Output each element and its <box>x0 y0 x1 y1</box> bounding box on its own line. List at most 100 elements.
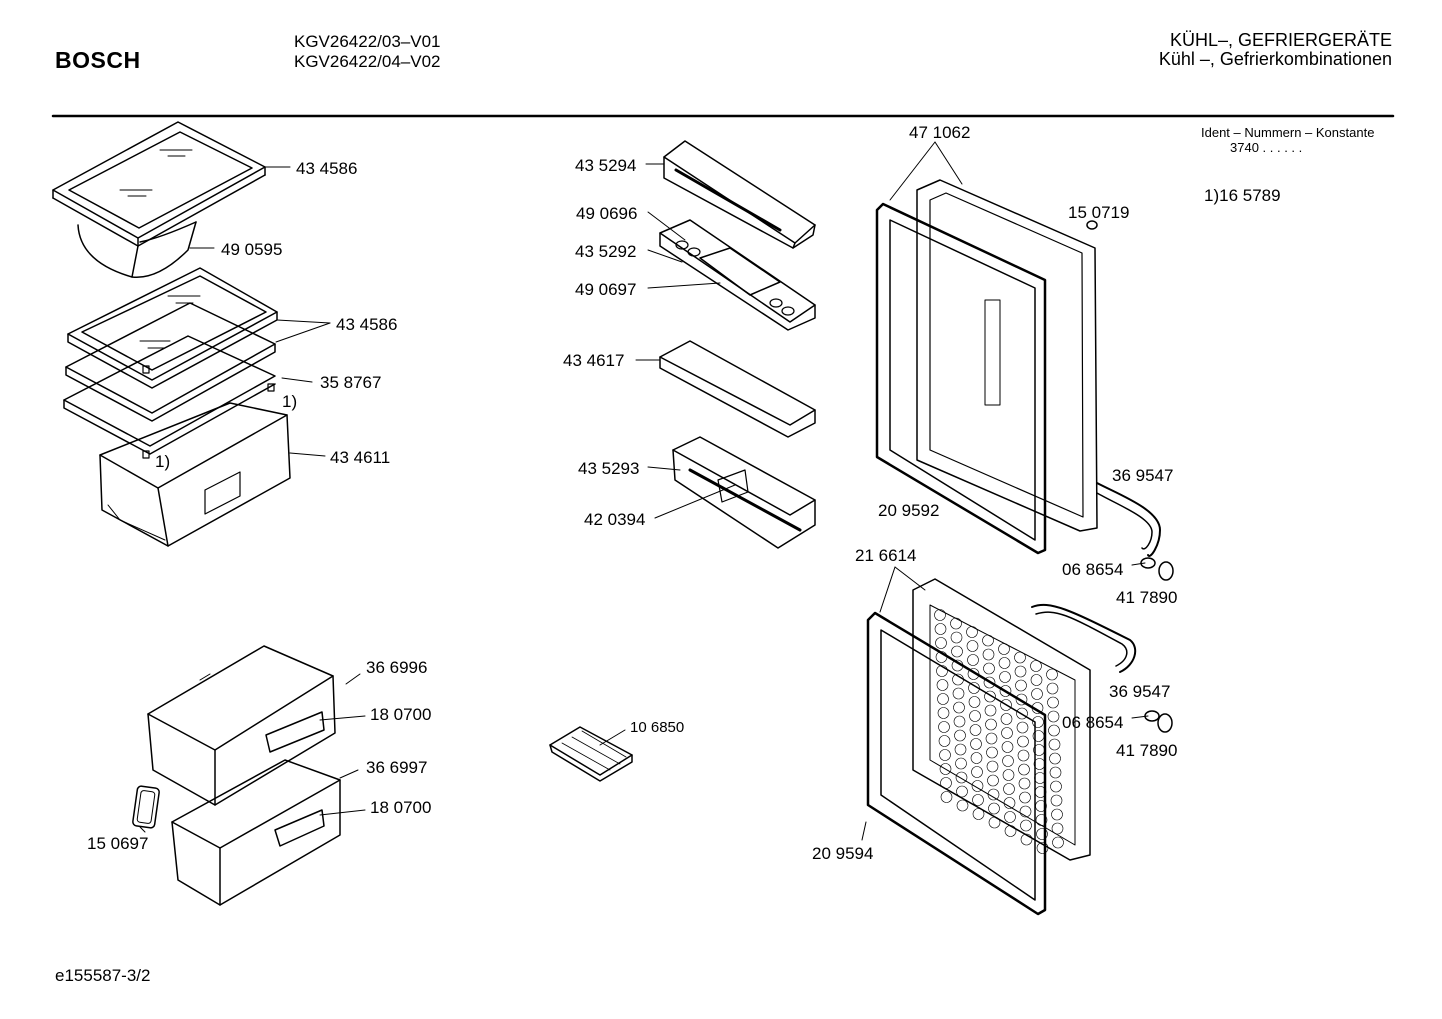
door-dimple <box>1015 666 1026 677</box>
door-dimple <box>935 610 946 621</box>
door-dimple <box>1004 798 1015 809</box>
door-dimple <box>1037 843 1048 854</box>
door-dimple <box>1048 697 1059 708</box>
door-dimple <box>1048 711 1059 722</box>
door-dimple <box>957 786 968 797</box>
ident-value: 3740 . . . . . . <box>1230 140 1303 155</box>
part-label: 43 4586 <box>296 159 358 178</box>
door-dimple <box>938 708 949 719</box>
freezer-door <box>913 579 1090 860</box>
part-label: 36 9547 <box>1112 466 1174 485</box>
egg-tray <box>660 220 815 330</box>
door-dimple <box>987 747 998 758</box>
door-dimple <box>952 646 963 657</box>
door-dimple <box>1015 652 1026 663</box>
door-dimple <box>1000 686 1011 697</box>
door-dimple <box>1036 815 1047 826</box>
door-dimple <box>1047 683 1058 694</box>
ice-tray <box>550 727 632 781</box>
drawer-seal <box>132 786 159 829</box>
door-dimple <box>986 719 997 730</box>
door-dimple <box>1033 717 1044 728</box>
door-dimple <box>1017 708 1028 719</box>
door-dimple <box>1021 820 1032 831</box>
door-dimple <box>972 781 983 792</box>
part-label: 35 8767 <box>320 373 382 392</box>
door-dimple <box>954 702 965 713</box>
screw-cap-bottom <box>1145 711 1172 732</box>
part-label: 49 0595 <box>221 240 283 259</box>
door-dimple <box>1016 694 1027 705</box>
door-shelf-3 <box>673 437 815 548</box>
freezer-door-gasket <box>868 613 1045 914</box>
door-dimple <box>957 800 968 811</box>
door-dimple <box>1020 792 1031 803</box>
door-dimple <box>940 764 951 775</box>
door-dimple <box>1032 689 1043 700</box>
door-dimple <box>1018 750 1029 761</box>
door-dimple <box>1000 672 1011 683</box>
leader-lines <box>140 142 1148 840</box>
door-dimple <box>1002 742 1013 753</box>
part-label: 41 7890 <box>1116 741 1178 760</box>
door-dimple <box>953 688 964 699</box>
door-dimple <box>989 817 1000 828</box>
part-label: 42 0394 <box>584 510 646 529</box>
door-dimple <box>1002 728 1013 739</box>
part-label: 49 0697 <box>575 280 637 299</box>
door-dimple <box>967 641 978 652</box>
door-dimple <box>1001 714 1012 725</box>
door-dimple <box>956 758 967 769</box>
door-handle-top <box>1097 483 1160 556</box>
bottle-holder-part <box>78 222 196 277</box>
door-dimple <box>1005 812 1016 823</box>
category-subtitle: Kühl –, Gefrierkombinationen <box>1158 49 1392 69</box>
door-dimple <box>1003 770 1014 781</box>
door-shelf-2 <box>660 341 815 437</box>
door-dimple <box>940 750 951 761</box>
door-dimple <box>972 767 983 778</box>
door-dimple <box>956 772 967 783</box>
door-dimple <box>983 635 994 646</box>
door-dimple <box>1001 700 1012 711</box>
shelf-clip <box>143 366 274 458</box>
part-label: 10 6850 <box>630 719 685 736</box>
door-dimple <box>1021 834 1032 845</box>
door-dimple <box>941 792 952 803</box>
part-label: 43 4586 <box>336 315 398 334</box>
vegetable-crisper <box>100 403 290 546</box>
drawing-id: e155587-3/2 <box>55 966 151 985</box>
door-dimple <box>999 644 1010 655</box>
door-dimple <box>937 666 948 677</box>
part-label: 06 8654 <box>1062 713 1124 732</box>
door-dimple <box>1053 837 1064 848</box>
door-dimple <box>1049 725 1060 736</box>
door-dimple <box>939 736 950 747</box>
part-label: 15 0719 <box>1068 203 1130 222</box>
door-dimple <box>985 705 996 716</box>
part-label: 36 9547 <box>1109 682 1171 701</box>
part-label: 36 6997 <box>366 758 428 777</box>
door-dimple <box>970 725 981 736</box>
part-label: 21 6614 <box>855 546 917 565</box>
door-dimple <box>937 680 948 691</box>
category-title: KÜHL–, GEFRIERGERÄTE <box>1169 30 1392 50</box>
part-label: 06 8654 <box>1062 560 1124 579</box>
door-shelf-1 <box>664 141 815 248</box>
door-dimple <box>1031 675 1042 686</box>
door-dimple <box>989 803 1000 814</box>
door-dimple <box>1017 722 1028 733</box>
door-dimple <box>1018 736 1029 747</box>
door-dimple <box>1050 767 1061 778</box>
door-dimple <box>1051 795 1062 806</box>
door-dimple <box>935 624 946 635</box>
door-dimple <box>967 627 978 638</box>
part-label: 47 1062 <box>909 123 971 142</box>
door-dimple <box>1050 753 1061 764</box>
door-dimple <box>938 694 949 705</box>
glass-shelf-top <box>53 122 265 246</box>
part-label: 49 0696 <box>576 204 638 223</box>
door-dimple <box>1004 784 1015 795</box>
door-dimple <box>939 722 950 733</box>
